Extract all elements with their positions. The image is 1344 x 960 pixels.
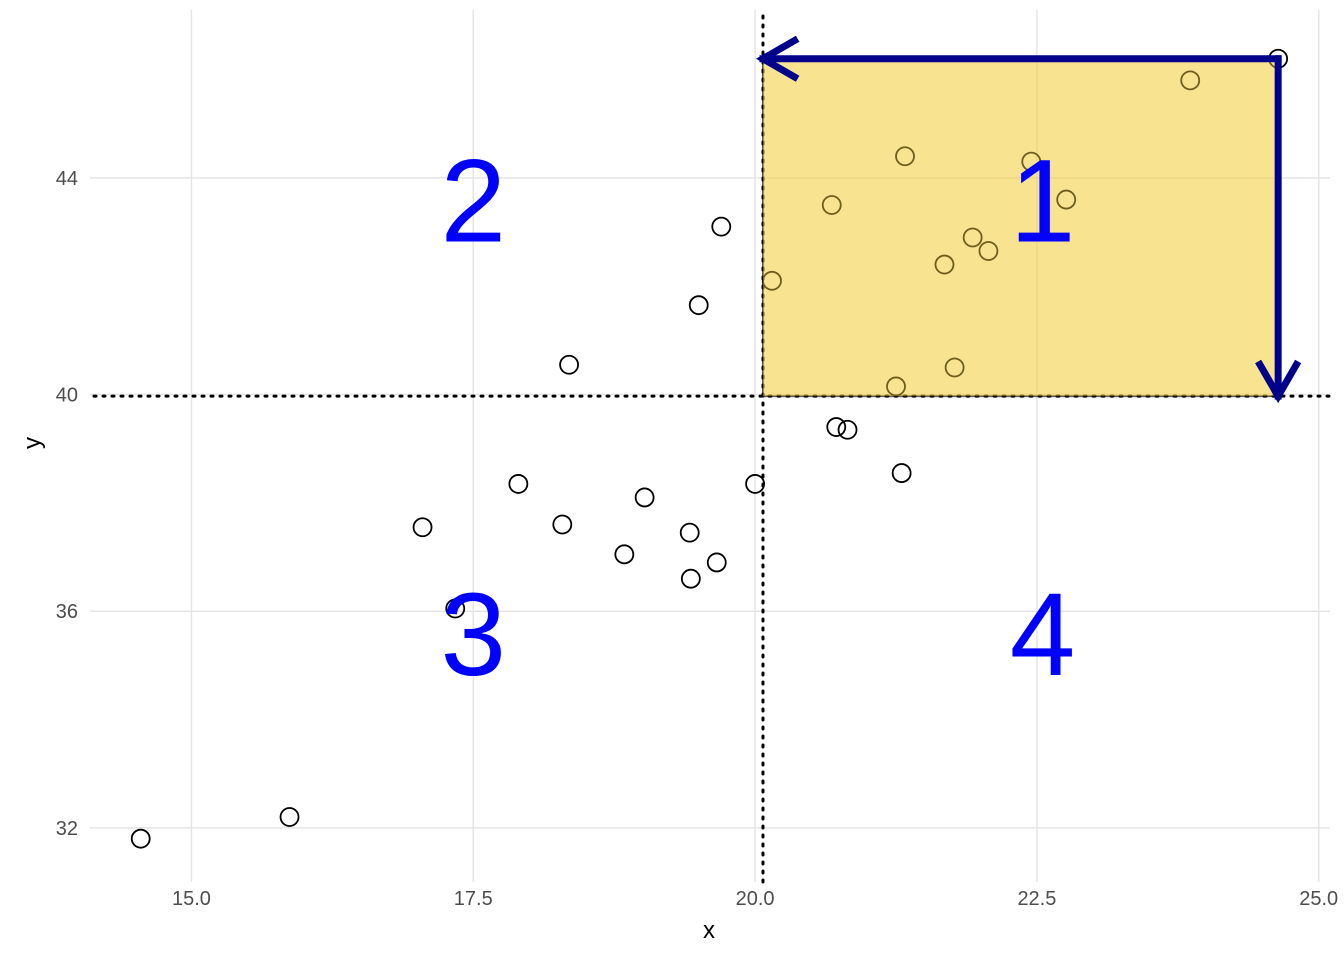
data-point — [934, 254, 955, 275]
y-tick-label: 32 — [56, 818, 78, 840]
data-point — [552, 514, 573, 535]
reference-lines — [92, 14, 1332, 884]
y-tick-label: 36 — [56, 601, 78, 623]
data-point — [821, 195, 842, 215]
data-point — [688, 295, 709, 316]
x-tick-label: 15.0 — [172, 888, 211, 910]
data-point — [634, 487, 655, 508]
highlight-overlay — [762, 58, 1279, 397]
highlight-rect-fill — [762, 58, 1279, 397]
data-point — [891, 463, 912, 483]
data-point — [837, 419, 858, 440]
data-point — [445, 598, 466, 619]
data-point — [508, 474, 529, 494]
arrow-head — [755, 35, 800, 82]
data-point — [680, 568, 701, 589]
grid-lines — [90, 10, 1330, 882]
quadrant-labels: 1 2 3 4 — [440, 136, 1075, 701]
data-point — [826, 417, 847, 437]
x-tick-label: 17.5 — [454, 888, 493, 910]
quadrant-label-3: 3 — [440, 569, 506, 701]
data-point — [978, 241, 999, 261]
data-point — [1180, 70, 1201, 91]
x-tick-label: 22.5 — [1017, 888, 1056, 910]
data-point — [962, 227, 983, 248]
arrows — [755, 35, 1302, 404]
y-tick-label: 44 — [56, 168, 78, 190]
data-point — [559, 354, 579, 375]
data-point — [745, 474, 765, 494]
data-point — [1021, 151, 1042, 172]
arrow-head — [1255, 359, 1302, 404]
data-point — [679, 522, 700, 543]
x-tick-label: 25.0 — [1299, 888, 1338, 910]
quadrant-label-1: 1 — [1010, 136, 1076, 268]
data-point — [279, 807, 300, 827]
y-tick-label: 40 — [56, 385, 78, 407]
data-point — [886, 376, 906, 397]
x-axis-ticks: 15.0 17.5 20.0 22.5 25.0 — [172, 888, 1338, 910]
y-axis-ticks: 32 36 40 44 — [56, 168, 78, 840]
quadrant-label-4: 4 — [1010, 569, 1076, 701]
data-point — [130, 828, 151, 849]
data-point — [944, 357, 965, 378]
data-point — [711, 216, 732, 237]
data-point — [412, 517, 433, 538]
data-point — [1056, 189, 1077, 210]
data-point — [895, 146, 915, 167]
quadrant-label-2: 2 — [440, 136, 506, 268]
y-axis-title: y — [19, 437, 46, 449]
data-point — [762, 270, 782, 291]
data-point — [614, 544, 635, 565]
data-points — [130, 48, 1289, 849]
x-tick-label: 20.0 — [736, 888, 775, 910]
x-axis-title: x — [703, 917, 715, 944]
data-point — [706, 552, 727, 573]
